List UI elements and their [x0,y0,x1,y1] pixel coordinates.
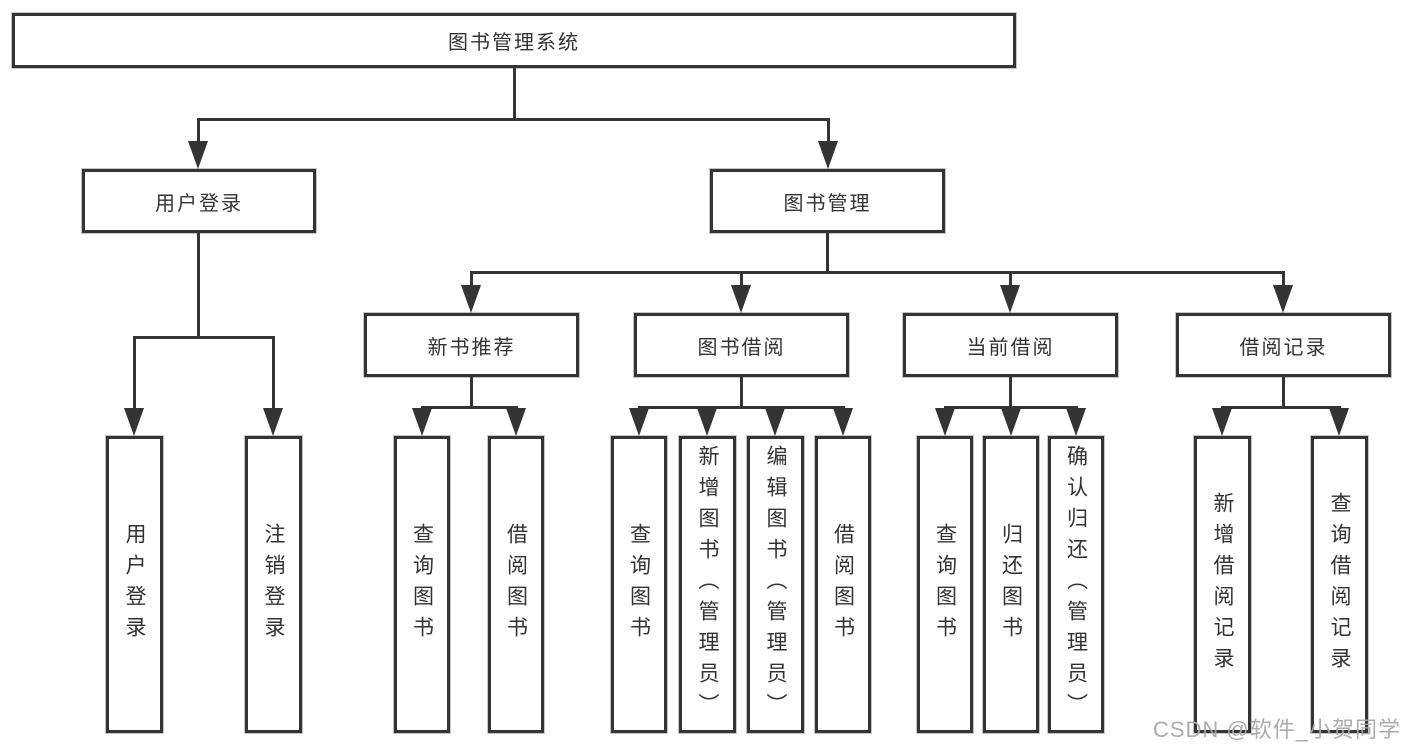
arrow-down-icon [731,285,751,313]
connector-line [1282,377,1285,406]
leaf-add-books-admin: 新增图书（管理员） [679,436,736,733]
arrow-down-icon [629,408,649,436]
connector-line [272,336,275,412]
node-new-book-recommend: 新书推荐 [364,313,579,377]
leaf-borrow-books-borrow: 借阅图书 [815,436,871,733]
node-borrow-records: 借阅记录 [1176,313,1391,377]
connector-line [1221,406,1341,409]
connector-line [826,233,829,271]
arrow-down-icon [1273,285,1293,313]
leaf-borrow-books-recommend: 借阅图书 [488,436,544,733]
arrow-down-icon [1066,408,1086,436]
arrow-down-icon [506,408,526,436]
arrow-down-icon [833,408,853,436]
leaf-return-books: 归还图书 [983,436,1039,733]
leaf-query-books-recommend: 查询图书 [394,436,450,733]
node-root: 图书管理系统 [12,13,1016,68]
leaf-edit-books-admin: 编辑图书（管理员） [747,436,804,733]
leaf-borrow-books-recommend-label: 借阅图书 [504,522,528,647]
connector-line [197,118,830,121]
leaf-edit-books-admin-label: 编辑图书（管理员） [764,445,787,724]
connector-line [1009,271,1012,288]
connector-line [470,271,1285,274]
leaf-borrow-books-borrow-label: 借阅图书 [831,522,855,647]
node-borrow-records-label: 借阅记录 [1239,336,1328,359]
leaf-query-books-current: 查询图书 [917,436,973,733]
leaf-query-books-borrow: 查询图书 [611,436,667,733]
connector-line [197,118,200,145]
leaf-query-borrow-record-label: 查询借阅记录 [1328,491,1351,678]
node-user-login: 用户登录 [82,169,316,233]
leaf-confirm-return-admin: 确认归还（管理员） [1048,436,1104,733]
leaf-query-books-borrow-label: 查询图书 [627,522,651,647]
arrow-down-icon [1329,408,1349,436]
connector-line [1009,377,1012,406]
node-book-management: 图书管理 [710,169,945,233]
arrow-down-icon [765,408,785,436]
arrow-down-icon [697,408,717,436]
arrow-down-icon [461,285,481,313]
node-book-borrow-label: 图书借阅 [697,336,786,359]
leaf-return-books-label: 归还图书 [999,522,1023,647]
leaf-user-login-label: 用户登录 [123,522,146,647]
connector-line [133,336,136,412]
node-user-login-label: 用户登录 [155,192,243,215]
leaf-logout-login-label: 注销登录 [262,522,285,647]
arrow-down-icon [1212,408,1232,436]
node-current-borrow-label: 当前借阅 [966,336,1055,359]
node-current-borrow: 当前借阅 [903,313,1118,377]
leaf-confirm-return-admin-label: 确认归还（管理员） [1064,445,1088,724]
node-book-management-label: 图书管理 [783,192,872,215]
node-book-borrow: 图书借阅 [634,313,849,377]
connector-line [1282,271,1285,288]
connector-line [421,406,518,409]
leaf-logout-login: 注销登录 [245,436,302,733]
leaf-add-borrow-record: 新增借阅记录 [1194,436,1251,733]
arrow-down-icon [818,141,838,169]
arrow-down-icon [1000,285,1020,313]
connector-line [740,377,743,406]
connector-line [513,68,516,118]
leaf-user-login: 用户登录 [106,436,163,733]
connector-line [470,377,473,406]
connector-line [740,271,743,288]
arrow-down-icon [1001,408,1021,436]
leaf-query-books-recommend-label: 查询图书 [410,522,434,647]
arrow-down-icon [263,408,283,436]
arrow-down-icon [188,141,208,169]
arrow-down-icon [124,408,144,436]
arrow-down-icon [935,408,955,436]
node-new-book-recommend-label: 新书推荐 [427,336,516,359]
node-root-label: 图书管理系统 [448,32,580,54]
leaf-add-borrow-record-label: 新增借阅记录 [1211,491,1234,678]
leaf-add-books-admin-label: 新增图书（管理员） [696,445,719,724]
connector-line [638,406,845,409]
connector-line [827,118,830,145]
connector-line [133,336,275,339]
csdn-watermark: CSDN @软件_小贺同学 [1152,717,1401,742]
leaf-query-borrow-record: 查询借阅记录 [1311,436,1368,733]
leaf-query-books-current-label: 查询图书 [933,522,957,647]
arrow-down-icon [412,408,432,436]
connector-line [470,271,473,288]
connector-line [197,233,200,336]
